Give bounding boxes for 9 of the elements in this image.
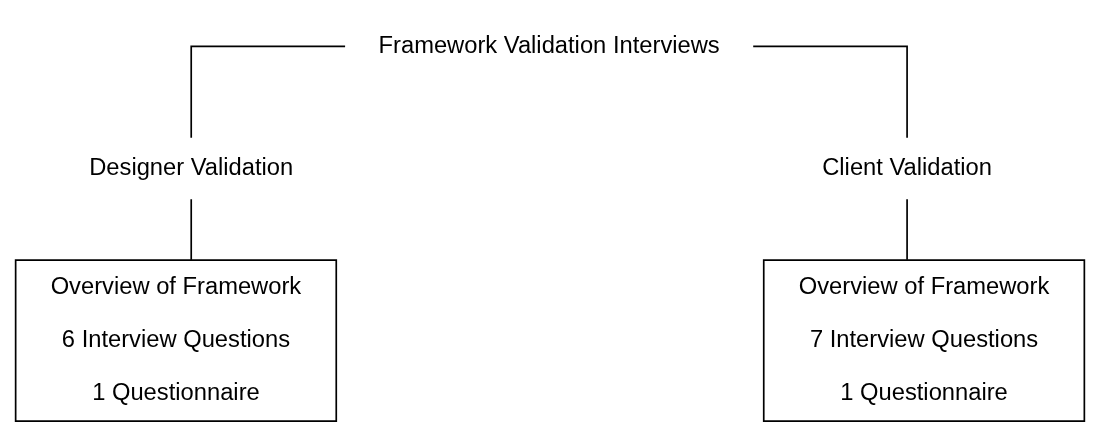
connector <box>752 45 908 139</box>
connector <box>906 198 908 261</box>
node-box: Overview of Framework 6 Interview Questions 1 Questionnaire <box>14 259 338 423</box>
connector <box>190 198 193 261</box>
node-text: Designer Validation <box>89 153 294 180</box>
node-text: Client Validation <box>822 153 992 180</box>
node-text: Framework Validation Interviews <box>378 31 720 58</box>
node-box: Overview of Framework 7 Interview Questions 1 Questionnaire <box>762 259 1086 423</box>
connector <box>190 45 346 139</box>
